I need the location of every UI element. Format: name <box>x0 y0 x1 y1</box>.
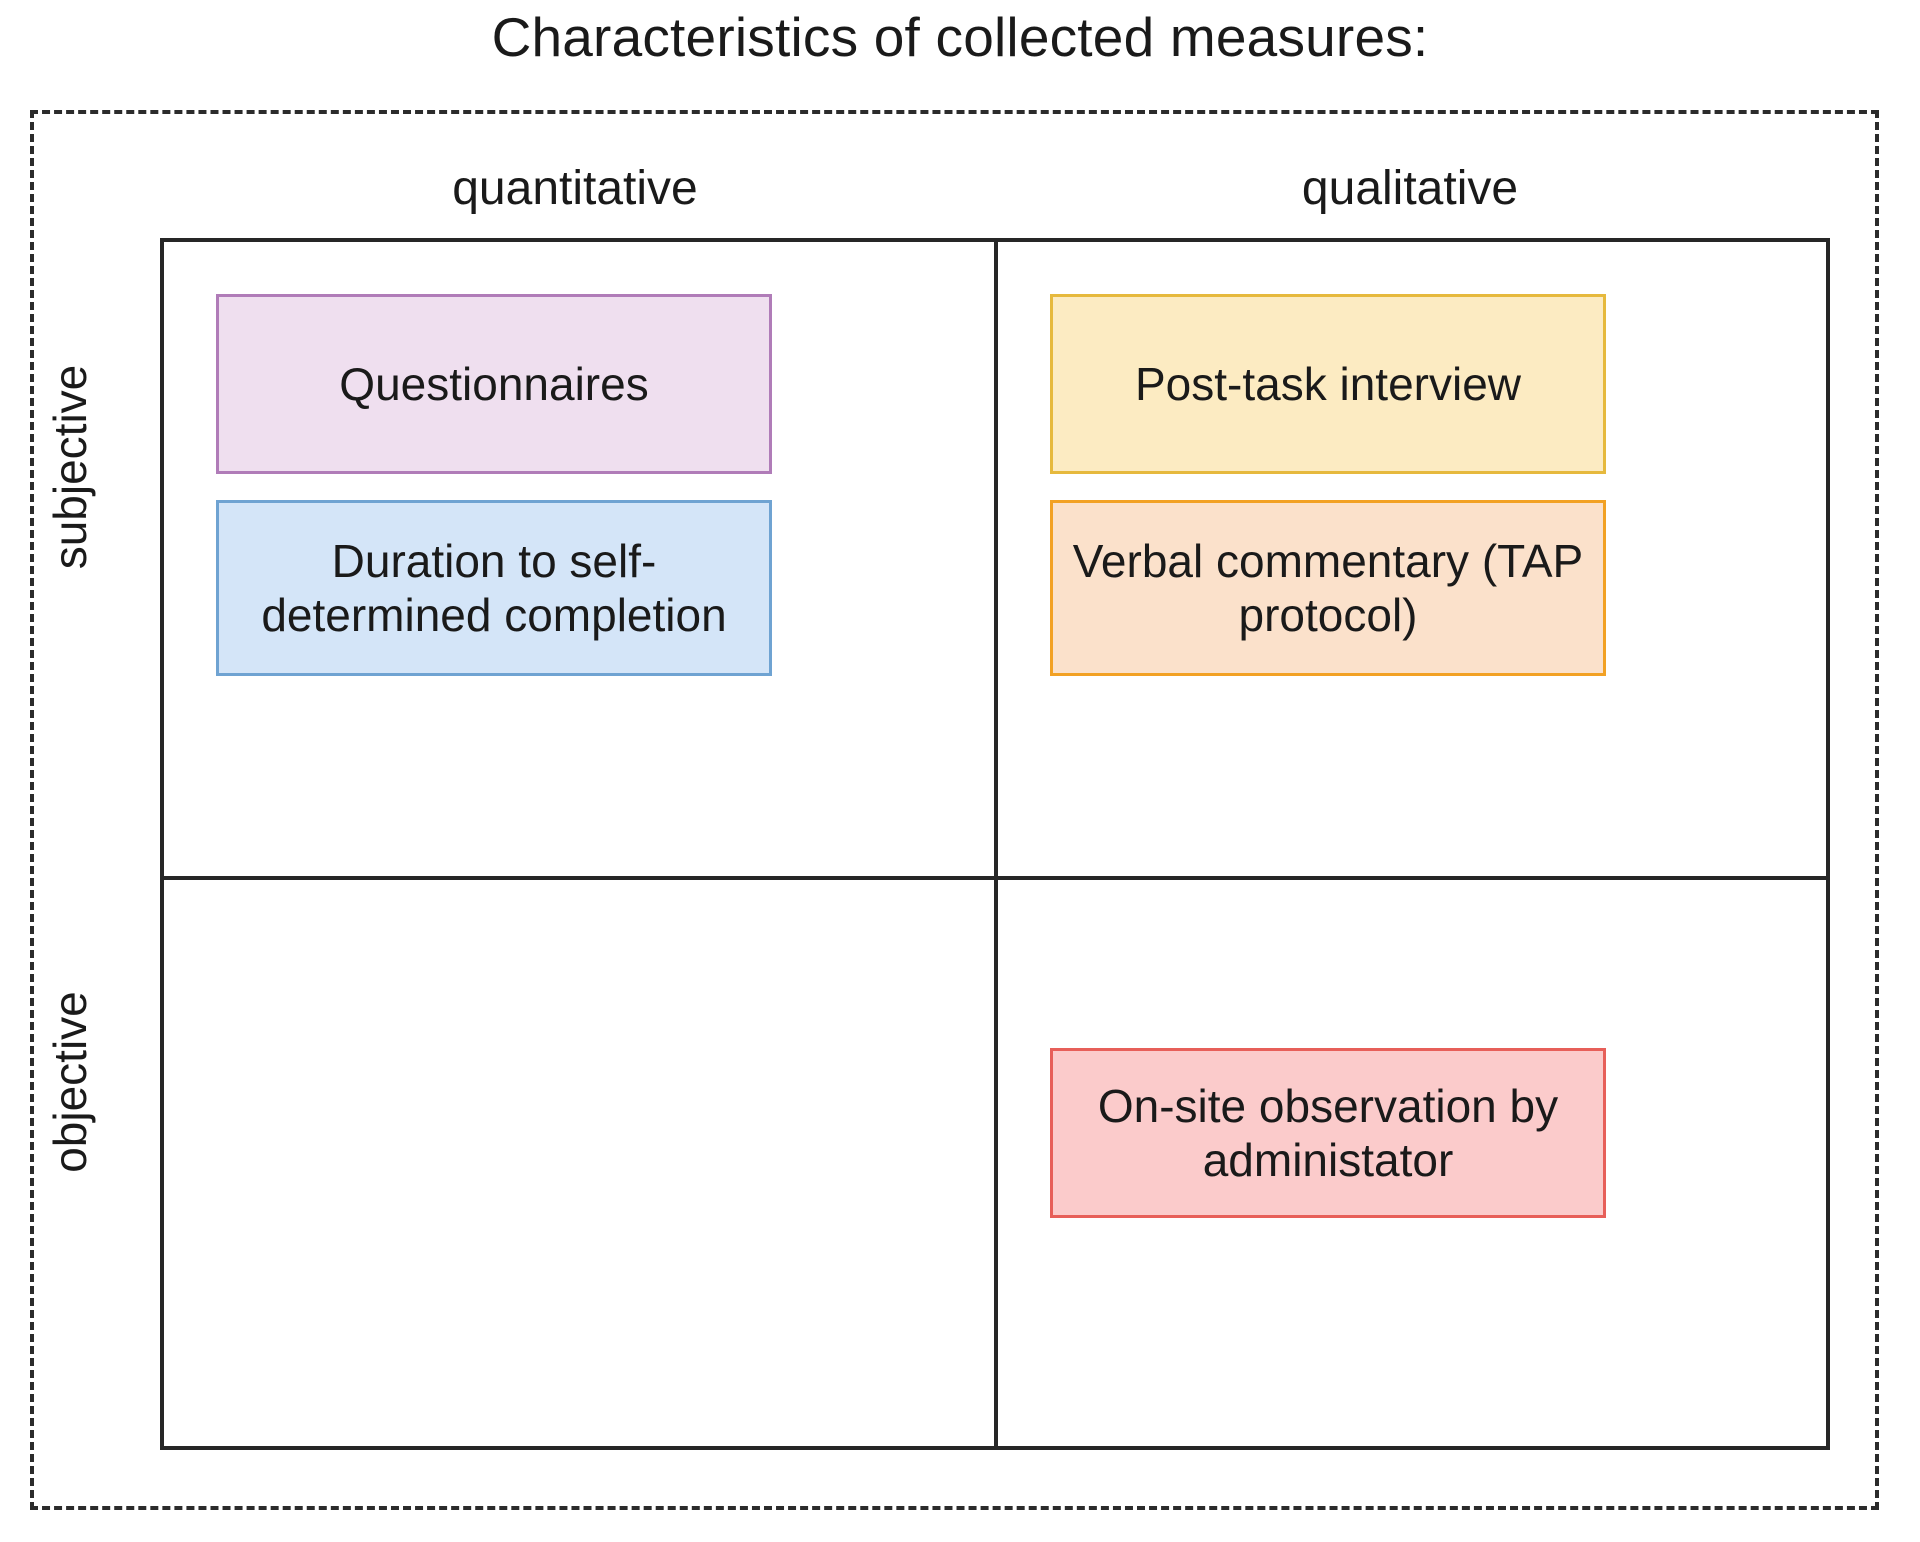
page-title: Characteristics of collected measures: <box>491 6 1429 68</box>
measure-box-post-task-interview: Post-task interview <box>1050 294 1606 474</box>
row-label-objective: objective <box>44 991 96 1173</box>
measure-box-verbal-commentary: Verbal commentary (TAP protocol) <box>1050 500 1606 676</box>
measure-box-questionnaires: Questionnaires <box>216 294 772 474</box>
cell-objective-qualitative: On-site observation by administator <box>994 876 1826 1446</box>
cell-subjective-qualitative: Post-task interview Verbal commentary (T… <box>994 242 1826 876</box>
measure-box-on-site-observation: On-site observation by administator <box>1050 1048 1606 1218</box>
cell-objective-quantitative <box>164 876 994 1446</box>
measures-matrix: Questionnaires Duration to self-determin… <box>160 238 1830 1450</box>
cell-subjective-quantitative: Questionnaires Duration to self-determin… <box>164 242 994 876</box>
measure-box-duration-to-self-determined-completion: Duration to self-determined completion <box>216 500 772 676</box>
row-label-subjective: subjective <box>44 364 96 570</box>
matrix-grid: Questionnaires Duration to self-determin… <box>164 242 1826 1446</box>
column-header-row: quantitative qualitative <box>160 143 1830 233</box>
column-header-qualitative: qualitative <box>1301 161 1519 215</box>
column-header-quantitative: quantitative <box>452 161 698 215</box>
